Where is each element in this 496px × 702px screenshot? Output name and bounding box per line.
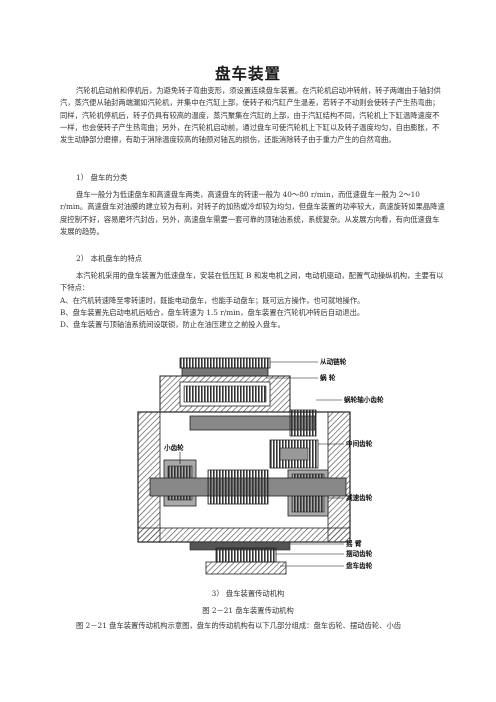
intro-paragraph: 汽轮机启动前和停机后，为避免转子弯曲变形，须设置连续盘车装置。在汽轮机启动冲转前… [60, 86, 441, 145]
lower-gear-assembly-shape [189, 541, 291, 575]
section-heading-features: 2） 本机盘车的特点 [76, 254, 143, 263]
main-casing-shape [137, 411, 351, 543]
label-link-arm: 摇 臂 [346, 539, 362, 548]
turning-gear-diagram: 从动链轮 蜗 轮 蜗轮轴小齿轮 中间齿轮 小齿轮 减速齿轮 摇 臂 摆动齿轮 盘… [120, 348, 420, 580]
leader-lines [179, 361, 344, 567]
idler-gear-shape [269, 439, 319, 469]
driven-sprocket-shape [179, 357, 271, 377]
label-pinion: 小齿轮 [164, 443, 184, 452]
upper-shaft-shape [189, 409, 317, 437]
feature-item-d: D、盘车装置与顶轴油系统间设联锁，防止在油压建立之前投入盘车。 [60, 320, 285, 330]
label-idler-gear: 中间齿轮 [346, 439, 373, 448]
label-worm-wheel: 蜗 轮 [320, 373, 336, 382]
features-paragraph: 本汽轮机采用的盘车装置为低速盘车，安装在低压缸 B 和发电机之间，电动机驱动，配… [60, 270, 446, 331]
label-worm-shaft-pinion: 蜗轮轴小齿轮 [344, 395, 384, 404]
worm-housing-shape [159, 375, 291, 413]
label-reduction-gear: 减速齿轮 [346, 493, 373, 502]
central-shaft-shape [149, 469, 347, 505]
mechanism-paragraph: 图 2－21 盘车装置传动机构示意图，盘车的传动机构有以下几部分组成：盘车齿轮、… [76, 621, 402, 630]
label-swing-gear: 摆动齿轮 [346, 549, 373, 558]
label-turning-gear: 盘车齿轮 [346, 561, 373, 570]
figure-subcaption: 3） 盘车装置传动机构 [211, 589, 285, 598]
section-heading-classification: 1） 盘车的分类 [76, 173, 128, 182]
label-driven-sprocket: 从动链轮 [320, 357, 347, 366]
classification-paragraph: 盘车一般分为低速盘车和高速盘车两类，高速盘车的转速一般为 40～80 r/min… [60, 190, 445, 236]
features-lead: 本汽轮机采用的盘车装置为低速盘车，安装在低压缸 B 和发电机之间，电动机驱动，配… [60, 271, 444, 293]
feature-item-a: A、在汽机转速降至零转速时，既能电动盘车，也能手动盘车；既可远方操作，也可就地操… [60, 295, 365, 305]
page-title: 盘车装置 [214, 65, 281, 83]
figure-caption: 图 2－21 盘车装置传动机构 [202, 606, 294, 615]
feature-item-b: B、盘车装置先启动电机后啮合，盘车转速为 1.5 r/min，盘车装置在汽轮机冲… [60, 307, 365, 317]
